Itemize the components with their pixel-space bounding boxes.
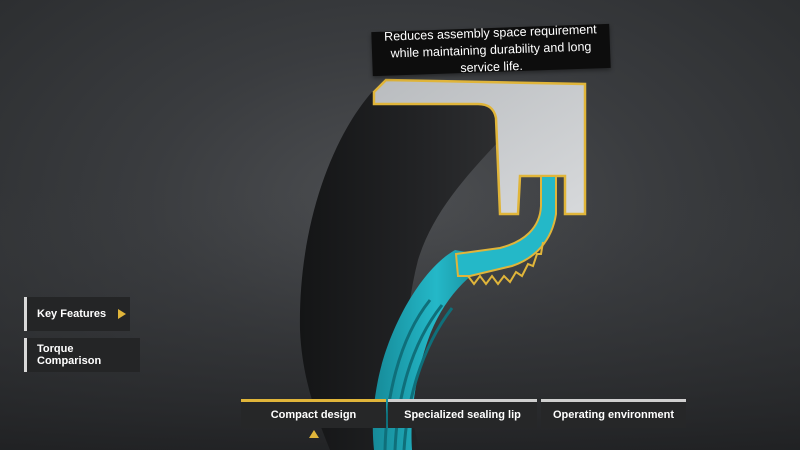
play-arrow-icon bbox=[118, 309, 127, 319]
seal-rubber-body bbox=[299, 92, 500, 450]
lip-teeth bbox=[467, 241, 544, 286]
tab-label: Compact design bbox=[270, 409, 357, 421]
torque-comparison-button[interactable]: Torque Comparison bbox=[24, 338, 140, 372]
tab-specialized-sealing-lip[interactable]: Specialized sealing lip bbox=[388, 399, 537, 428]
lip-groove-2 bbox=[393, 304, 444, 450]
lip-groove-3 bbox=[402, 307, 454, 450]
metal-insert-section bbox=[372, 78, 587, 216]
tab-compact-design[interactable]: Compact design bbox=[241, 399, 386, 428]
lip-groove-1 bbox=[383, 299, 432, 450]
callout-text: Reduces assembly space requirement while… bbox=[383, 21, 597, 75]
feature-callout: Reduces assembly space requirement while… bbox=[371, 22, 611, 77]
tab-label: Specialized sealing lip bbox=[404, 409, 521, 421]
tab-operating-environment[interactable]: Operating environment bbox=[541, 399, 686, 428]
tab-label: Operating environment bbox=[552, 409, 675, 421]
key-features-button[interactable]: Key Features bbox=[24, 297, 130, 331]
torque-comparison-label: Torque Comparison bbox=[37, 343, 102, 367]
key-features-label: Key Features bbox=[37, 308, 107, 320]
active-tab-indicator-icon bbox=[309, 430, 319, 438]
lip-cross-section bbox=[454, 175, 557, 277]
